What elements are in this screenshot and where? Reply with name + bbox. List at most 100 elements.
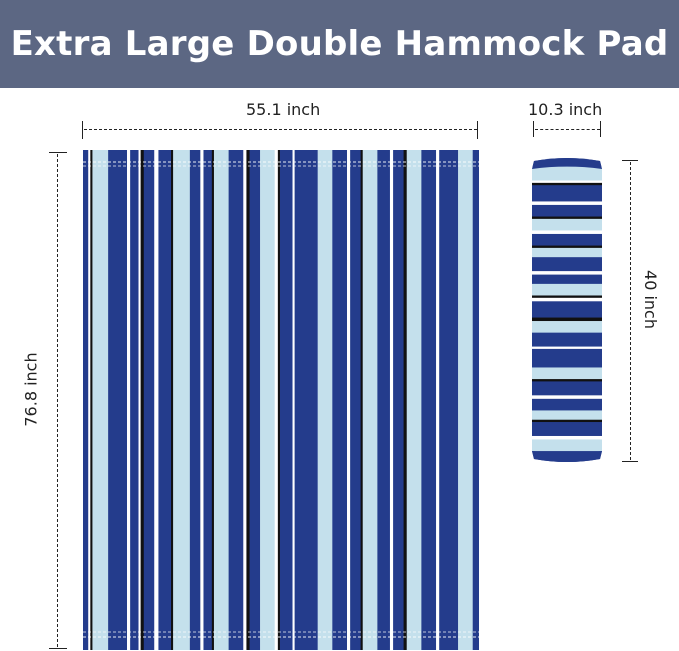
pad-stripe xyxy=(108,150,128,650)
pillow-stripe xyxy=(532,247,602,258)
pillow-stripe xyxy=(532,398,602,411)
pillow-stripe xyxy=(532,297,602,302)
pad-stripe xyxy=(277,150,281,650)
pillow-stripe xyxy=(532,321,602,334)
pillow-stripe xyxy=(532,395,602,400)
pillow-length-label: 40 inch xyxy=(640,270,660,329)
pad-stripe xyxy=(203,150,213,650)
pillow-stripe xyxy=(532,367,602,380)
pad-stripe xyxy=(292,150,296,650)
pad-stripe xyxy=(472,150,479,650)
pad-stripe xyxy=(377,150,391,650)
pillow-stripe xyxy=(532,435,602,440)
pad-stripe xyxy=(274,150,279,650)
pillow-stripe xyxy=(532,201,602,206)
pillow-stripe xyxy=(532,185,602,202)
pad-stripe xyxy=(260,150,276,650)
pad-stripe xyxy=(347,150,351,650)
page-title: Extra Large Double Hammock Pad xyxy=(10,24,669,64)
pillow-length-tick-top xyxy=(622,160,638,161)
pad-stripe xyxy=(421,150,437,650)
pillow-stripe xyxy=(532,180,602,184)
pillow-length-tick-bottom xyxy=(622,461,638,462)
pillow-stripe xyxy=(532,332,602,347)
pillow-stripe xyxy=(532,283,602,296)
pillow-width-label: 10.3 inch xyxy=(528,100,603,119)
pad-stripe xyxy=(403,150,408,650)
pillow-stripe xyxy=(532,245,602,249)
pad-stripe xyxy=(393,150,404,650)
pad-stripe xyxy=(294,150,319,650)
pillow-stripe xyxy=(532,317,602,322)
pillow-stripe xyxy=(532,346,602,350)
pillow-stripe xyxy=(532,257,602,272)
pillow-stripe xyxy=(532,348,602,368)
pad-stripe xyxy=(189,150,201,650)
pillow-width-dimension-line xyxy=(535,129,600,130)
pad-stripe xyxy=(279,150,293,650)
pillow-stripe xyxy=(532,422,602,437)
pad-width-label: 55.1 inch xyxy=(246,100,321,119)
pad-stripe xyxy=(83,150,89,650)
pillow-stripe xyxy=(532,233,602,246)
pillow-stripe xyxy=(532,410,602,421)
pad-stripe xyxy=(317,150,333,650)
pillow-stripe xyxy=(532,274,602,285)
pad-stripe xyxy=(350,150,362,650)
pillow-length-dimension-line xyxy=(630,162,631,460)
pad-stripe xyxy=(406,150,422,650)
pad-length-tick-bottom xyxy=(49,648,67,649)
pillow-stripe xyxy=(532,204,602,217)
hammock-pad-image xyxy=(83,150,479,650)
pillow-stripe xyxy=(532,419,602,423)
pillow-stripe xyxy=(532,381,602,396)
pillow-stripes xyxy=(532,158,602,462)
pad-stripe xyxy=(92,150,109,650)
pad-stripe xyxy=(228,150,244,650)
pad-stripe xyxy=(249,150,261,650)
pillow-stripe xyxy=(532,166,602,181)
pad-stripe xyxy=(332,150,348,650)
pad-stripe xyxy=(173,150,191,650)
pad-stripe xyxy=(138,150,142,650)
pillow-stripe xyxy=(532,379,602,382)
pad-stripe xyxy=(360,150,364,650)
pad-stripe xyxy=(458,150,474,650)
pad-stripe xyxy=(436,150,440,650)
pad-stripe xyxy=(213,150,230,650)
pad-stripe xyxy=(243,150,247,650)
pillow-end-top xyxy=(532,158,602,169)
pillow-stripe xyxy=(532,218,602,231)
pad-stripe xyxy=(362,150,378,650)
pillow-stripe xyxy=(532,182,602,186)
pillow-width-tick-left xyxy=(533,121,534,137)
pad-stripe xyxy=(140,150,145,650)
pillow-stripe xyxy=(532,230,602,235)
pad-width-tick-left xyxy=(82,121,83,139)
pad-stripe xyxy=(389,150,394,650)
pad-stripe xyxy=(211,150,215,650)
pad-stripe xyxy=(171,150,174,650)
pillow-stripe xyxy=(532,216,602,220)
pillow-stripe xyxy=(532,295,602,299)
pad-stripe xyxy=(130,150,139,650)
pad-stripe xyxy=(200,150,204,650)
pad-stripe xyxy=(246,150,250,650)
pad-stripe xyxy=(127,150,131,650)
pillow-image xyxy=(532,158,602,462)
pillow-stripe xyxy=(532,301,602,318)
pad-length-dimension-line xyxy=(57,154,58,647)
pad-stripe xyxy=(88,150,91,650)
pad-length-tick-top xyxy=(49,152,67,153)
pad-stripe xyxy=(154,150,159,650)
pillow-end-bottom xyxy=(532,451,602,462)
pad-width-dimension-line xyxy=(84,129,477,130)
pad-stripe xyxy=(143,150,155,650)
pad-stripe xyxy=(158,150,172,650)
title-banner: Extra Large Double Hammock Pad xyxy=(0,0,679,88)
pad-length-label: 76.8 inch xyxy=(21,352,41,427)
pad-stripe xyxy=(90,150,93,650)
pad-width-tick-right xyxy=(477,121,478,139)
pillow-width-tick-right xyxy=(600,121,601,137)
pillow-stripe xyxy=(532,439,602,452)
